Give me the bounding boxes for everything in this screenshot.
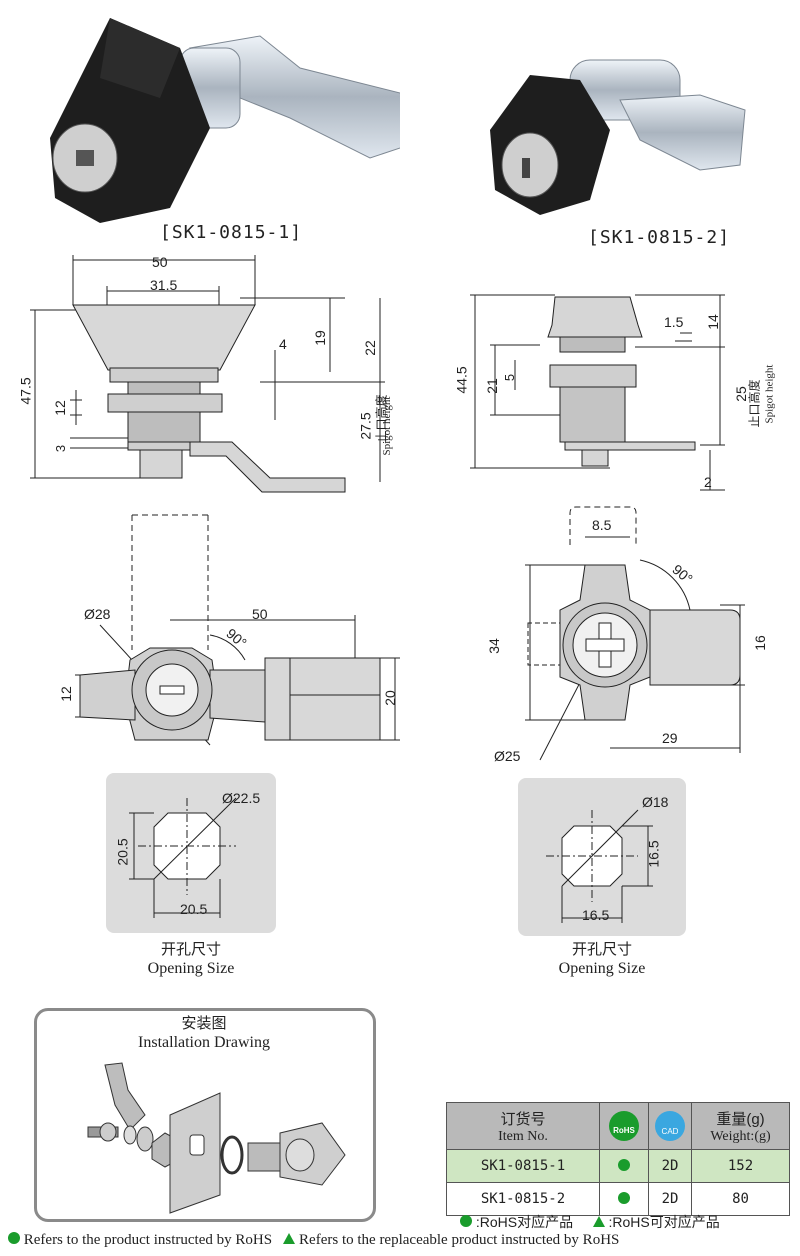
- dim-opening-h-2: 16.5: [645, 840, 662, 868]
- row-rohs: [599, 1182, 649, 1216]
- dim-4: 4: [279, 336, 287, 352]
- legend-zh: :RoHS对应产品 :RoHS可对应产品: [460, 1212, 720, 1232]
- dim-27-5: 27.5: [357, 412, 374, 440]
- dim-12-side: 12: [51, 400, 68, 416]
- opening-caption-zh-2: 开孔尺寸: [571, 941, 632, 958]
- product-label-2: [SK1-0815-2]: [588, 227, 731, 248]
- legend-replace-en: Refers to the replaceable product instru…: [299, 1232, 620, 1248]
- table-row: SK1-0815-1 2D 152: [446, 1149, 790, 1183]
- dim-dia-18: Ø18: [642, 794, 669, 810]
- legend-rohs-en: Refers to the product instructed by RoHS: [23, 1232, 273, 1248]
- rohs-triangle-icon: [592, 1216, 605, 1227]
- row-item: SK1-0815-1: [446, 1149, 600, 1183]
- product-photo-sk1-0815-2: [490, 59, 746, 215]
- spigot-label-zh-2: 止口高度: [747, 379, 762, 428]
- dim-16: 16: [751, 635, 768, 651]
- dim-44-5: 44.5: [453, 366, 470, 394]
- installation-title-zh: 安装图: [181, 1015, 227, 1032]
- row-cad: 2D: [648, 1182, 692, 1216]
- opening-caption-en-2: Opening Size: [558, 960, 646, 977]
- row-weight: 152: [691, 1149, 790, 1183]
- rohs-triangle-icon: [283, 1233, 296, 1244]
- header-weight-en: Weight:(g): [710, 1128, 771, 1144]
- dim-dia-25: Ø25: [494, 748, 521, 764]
- legend-replace-zh: :RoHS可对应产品: [608, 1214, 720, 1230]
- dim-31-5: 31.5: [150, 277, 178, 293]
- spigot-label-en-1: Spigot height: [381, 396, 393, 456]
- header-item-en: Item No.: [498, 1128, 548, 1144]
- spec-table-header: 订货号 Item No. RoHS CAD 重量(g) Weight:(g): [446, 1102, 790, 1150]
- row-weight: 80: [691, 1182, 790, 1216]
- rohs-dot-icon: [618, 1159, 630, 1171]
- dim-opening-w-1: 20.5: [180, 901, 208, 917]
- dim-5: 5: [502, 373, 518, 382]
- cad-icon: CAD: [655, 1111, 685, 1141]
- product-label-1: [SK1-0815-1]: [160, 222, 303, 243]
- rohs-dot-icon: [618, 1192, 630, 1204]
- dim-29: 29: [662, 730, 678, 746]
- top-view-drawing-2: [525, 506, 745, 761]
- row-item: SK1-0815-2: [446, 1182, 600, 1216]
- dim-12-top: 12: [57, 686, 74, 702]
- product-photo-sk1-0815-1: [50, 18, 400, 223]
- dim-14: 14: [704, 314, 721, 330]
- dim-1-5: 1.5: [664, 314, 684, 330]
- side-view-drawing-1: [30, 255, 385, 493]
- legend-rohs-zh: :RoHS对应产品: [475, 1214, 574, 1230]
- opening-caption-en-1: Opening Size: [147, 960, 235, 977]
- dim-2: 2: [704, 474, 712, 490]
- dim-19: 19: [311, 330, 328, 346]
- dim-dia-22-5: Ø22.5: [222, 790, 261, 806]
- opening-size-caption-1: 开孔尺寸 Opening Size: [116, 940, 266, 978]
- dim-22: 22: [361, 340, 378, 356]
- dim-dia-28: Ø28: [84, 606, 111, 622]
- dim-21: 21: [483, 378, 500, 394]
- opening-caption-zh-1: 开孔尺寸: [160, 941, 221, 958]
- top-view-drawing-1: [75, 514, 400, 746]
- row-cad: 2D: [648, 1149, 692, 1183]
- table-row: SK1-0815-2 2D 80: [446, 1182, 790, 1216]
- installation-title-en: Installation Drawing: [138, 1034, 270, 1051]
- installation-caption: 安装图 Installation Drawing: [104, 1014, 304, 1052]
- header-item-zh: 订货号: [500, 1110, 546, 1128]
- header-weight-zh: 重量(g): [716, 1110, 765, 1128]
- dim-3: 3: [53, 444, 69, 453]
- side-view-drawing-2: [470, 294, 725, 491]
- opening-shape-2: [546, 809, 653, 923]
- rohs-dot-icon: [460, 1215, 472, 1227]
- dim-50: 50: [152, 254, 168, 270]
- rohs-icon: RoHS: [609, 1111, 639, 1141]
- opening-size-caption-2: 开孔尺寸 Opening Size: [527, 940, 677, 978]
- dim-50-top: 50: [252, 606, 268, 622]
- dim-opening-h-1: 20.5: [114, 838, 131, 866]
- dim-opening-w-2: 16.5: [582, 907, 610, 923]
- spigot-label-en-2: Spigot height: [763, 364, 776, 424]
- spec-table: 订货号 Item No. RoHS CAD 重量(g) Weight:(g) S…: [446, 1102, 790, 1216]
- dim-20: 20: [381, 690, 398, 706]
- installation-exploded-view: [87, 1062, 346, 1214]
- legend-en: Refers to the product instructed by RoHS…: [8, 1232, 619, 1249]
- rohs-dot-icon: [8, 1232, 20, 1244]
- row-rohs: [599, 1149, 649, 1183]
- dim-34: 34: [485, 638, 502, 654]
- opening-shape-1: [129, 797, 237, 918]
- dim-8-5: 8.5: [592, 517, 612, 533]
- dim-47-5: 47.5: [17, 377, 34, 405]
